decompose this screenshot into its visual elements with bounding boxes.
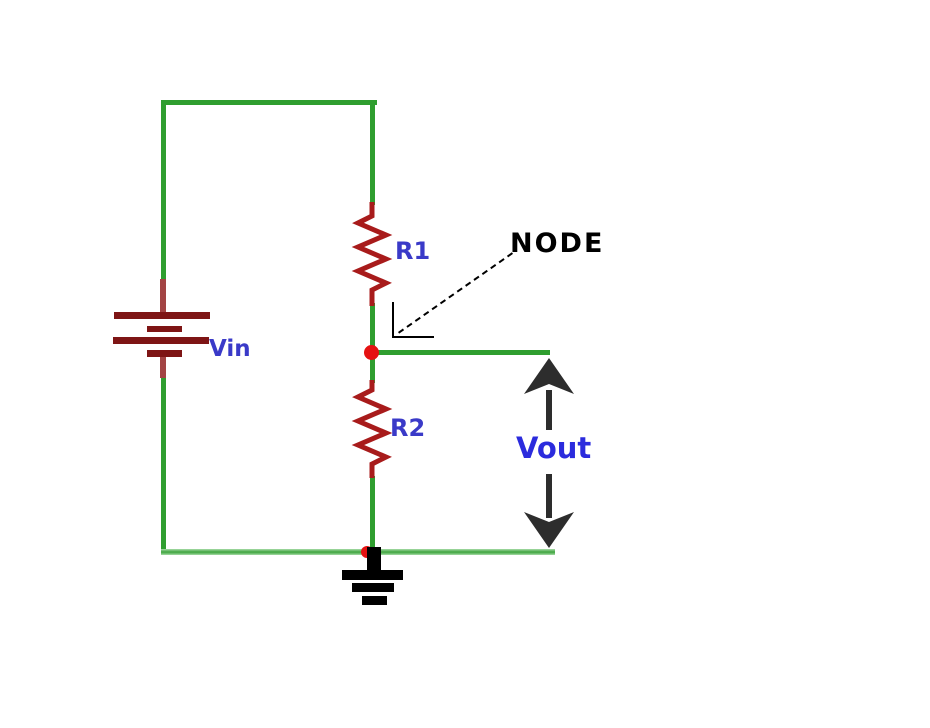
ground-bar-3 [362, 596, 387, 605]
wire-left-upper [161, 100, 166, 280]
node-dot [364, 345, 379, 360]
vout-label: Vout [516, 431, 592, 465]
battery-plate-short-1 [147, 326, 182, 332]
r1-label: R1 [395, 237, 431, 265]
ground-bar-1 [342, 570, 403, 580]
resistor-r2-icon [351, 380, 393, 478]
vout-arrow-up-icon [524, 358, 574, 394]
wire-right-upper [370, 100, 375, 205]
node-corner-marker-horizontal [392, 336, 434, 338]
vout-arrow-down-icon [524, 512, 574, 548]
wire-top [161, 100, 377, 105]
battery-symbol [113, 279, 213, 379]
battery-stub-top [160, 279, 166, 314]
battery-plate-short-2 [147, 350, 182, 357]
vout-arrow-down-shaft [546, 474, 552, 518]
wire-below-r2 [370, 476, 375, 552]
node-corner-marker-vertical [392, 302, 394, 338]
resistor-r1-icon [351, 202, 393, 306]
vin-label: Vin [209, 336, 251, 362]
wire-left-lower [161, 377, 166, 555]
ground-symbol [342, 547, 403, 607]
wire-between-r1-r2 [370, 303, 375, 383]
wire-node-to-vout [377, 350, 550, 355]
battery-plate-long-2 [113, 337, 209, 344]
wire-bottom [161, 549, 555, 555]
node-label: NODE [510, 228, 605, 259]
vout-arrow-up-shaft [546, 390, 552, 430]
r2-label: R2 [390, 414, 426, 442]
ground-bar-2 [352, 583, 394, 592]
battery-plate-long-1 [114, 312, 210, 319]
battery-stub-bottom [160, 357, 166, 378]
ground-stub [367, 547, 381, 572]
